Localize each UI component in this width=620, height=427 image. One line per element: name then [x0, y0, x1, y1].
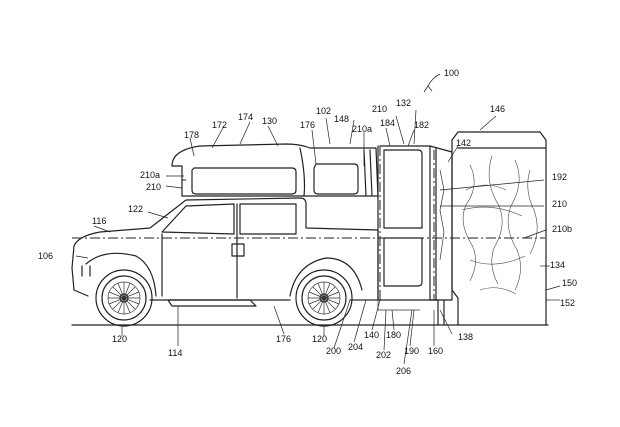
tent-structure [451, 131, 547, 326]
label-178: 178 [184, 130, 199, 140]
label-102: 102 [316, 106, 331, 116]
vehicle-body [71, 197, 379, 307]
rear-wheel [295, 269, 353, 327]
label-100: 100 [444, 68, 459, 78]
label-210a: 210a [352, 124, 372, 134]
label-130: 130 [262, 116, 277, 126]
label-120-left: 120 [112, 334, 127, 344]
label-132: 132 [396, 98, 411, 108]
label-174: 174 [238, 112, 253, 122]
rear-module [377, 145, 453, 326]
label-116: 116 [92, 216, 106, 226]
reference-labels: 100 146 210 132 102 148 142 172 174 130 … [38, 68, 577, 376]
label-160: 160 [428, 346, 443, 356]
front-wheel [95, 269, 153, 327]
label-146: 146 [490, 104, 505, 114]
label-148: 148 [334, 114, 349, 124]
label-176: 176 [300, 120, 315, 130]
label-202: 202 [376, 350, 391, 360]
label-120-right: 120 [312, 334, 327, 344]
label-192: 192 [552, 172, 567, 182]
label-206: 206 [396, 366, 411, 376]
arrow-100 [423, 85, 433, 93]
label-210: 210 [372, 104, 387, 114]
label-114: 114 [168, 348, 182, 358]
label-176-bottom: 176 [276, 334, 291, 344]
label-122: 122 [128, 204, 143, 214]
label-152: 152 [560, 298, 575, 308]
label-210-right: 210 [552, 199, 567, 209]
label-134: 134 [550, 260, 565, 270]
label-184: 184 [380, 118, 395, 128]
leader-lines [75, 73, 561, 365]
label-106: 106 [38, 251, 53, 261]
label-138: 138 [458, 332, 473, 342]
label-142: 142 [456, 138, 471, 148]
camper-shell [171, 143, 379, 199]
label-182: 182 [414, 120, 429, 130]
label-210a-left: 210a [140, 170, 160, 180]
label-180: 180 [386, 330, 401, 340]
label-210-left: 210 [146, 182, 161, 192]
label-200: 200 [326, 346, 341, 356]
label-190: 190 [404, 346, 419, 356]
label-204: 204 [348, 342, 363, 352]
label-210b: 210b [552, 224, 572, 234]
label-172: 172 [212, 120, 227, 130]
label-150: 150 [562, 278, 577, 288]
label-140: 140 [364, 330, 379, 340]
